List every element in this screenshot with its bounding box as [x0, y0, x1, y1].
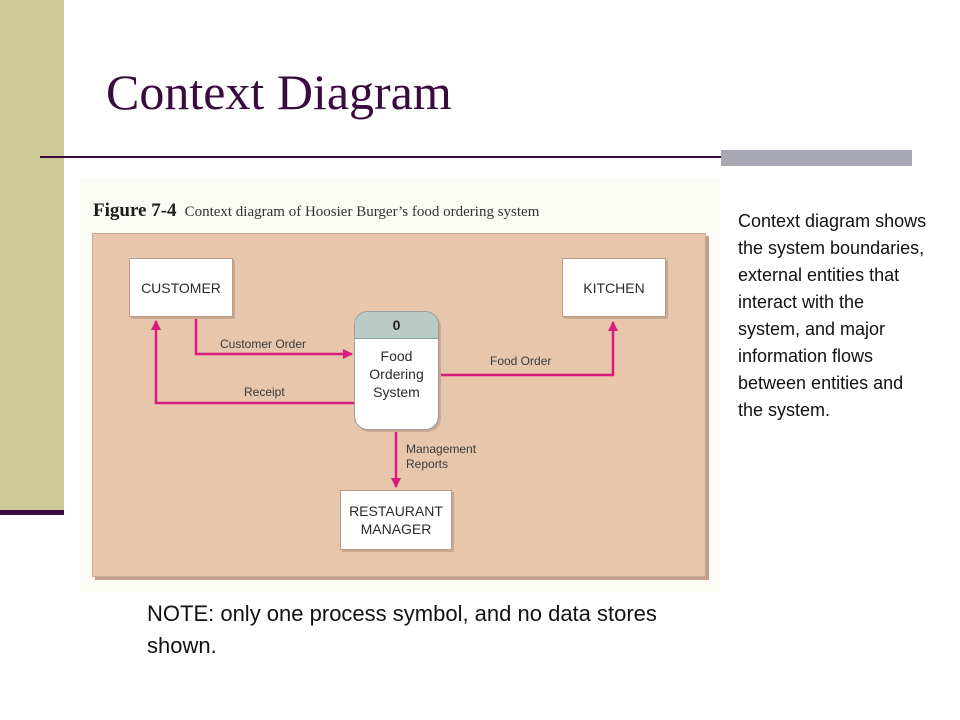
- figure-number: Figure 7-4: [93, 200, 177, 221]
- figure-caption: Figure 7-4 Context diagram of Hoosier Bur…: [93, 200, 539, 222]
- entity-manager-label-line1: RESTAURANT: [349, 503, 443, 519]
- flow-label-receipt: Receipt: [244, 385, 285, 399]
- figure-caption-text: Context diagram of Hoosier Burger’s food…: [184, 204, 540, 220]
- flow-label-customer-order: Customer Order: [220, 337, 307, 351]
- receipt-flow: [151, 320, 354, 405]
- flow-label-management-line1: Management: [406, 442, 477, 456]
- process-food-ordering-system: 0 Food Ordering System: [354, 311, 439, 430]
- side-note: Context diagram shows the system boundar…: [738, 211, 927, 420]
- left-sidebar-rule: [0, 510, 64, 515]
- title-rule: [40, 156, 910, 158]
- flow-label-management-line2: Reports: [406, 457, 449, 471]
- title-rule-accent: [721, 150, 912, 166]
- bottom-note: NOTE: only one process symbol, and no da…: [147, 601, 657, 658]
- flow-label-management-reports: Management Reports: [406, 442, 476, 472]
- customer-order-flow: [194, 318, 353, 359]
- flow-label-food-order: Food Order: [490, 354, 552, 368]
- entity-customer: CUSTOMER: [129, 258, 233, 317]
- process-name-line1: Food: [380, 348, 413, 364]
- process-name-line2: Ordering: [369, 366, 424, 382]
- process-name: Food Ordering System: [355, 339, 438, 401]
- entity-customer-label: CUSTOMER: [141, 279, 221, 296]
- entity-manager-label-line2: MANAGER: [360, 521, 432, 537]
- entity-kitchen: KITCHEN: [562, 258, 666, 317]
- process-id: 0: [355, 312, 438, 339]
- slide-title: Context Diagram: [106, 64, 452, 120]
- left-sidebar-bar: [0, 0, 64, 512]
- entity-restaurant-manager: RESTAURANT MANAGER: [340, 490, 452, 550]
- entity-kitchen-label: KITCHEN: [583, 279, 645, 296]
- food-order-flow: [439, 321, 618, 377]
- process-name-line3: System: [373, 384, 420, 400]
